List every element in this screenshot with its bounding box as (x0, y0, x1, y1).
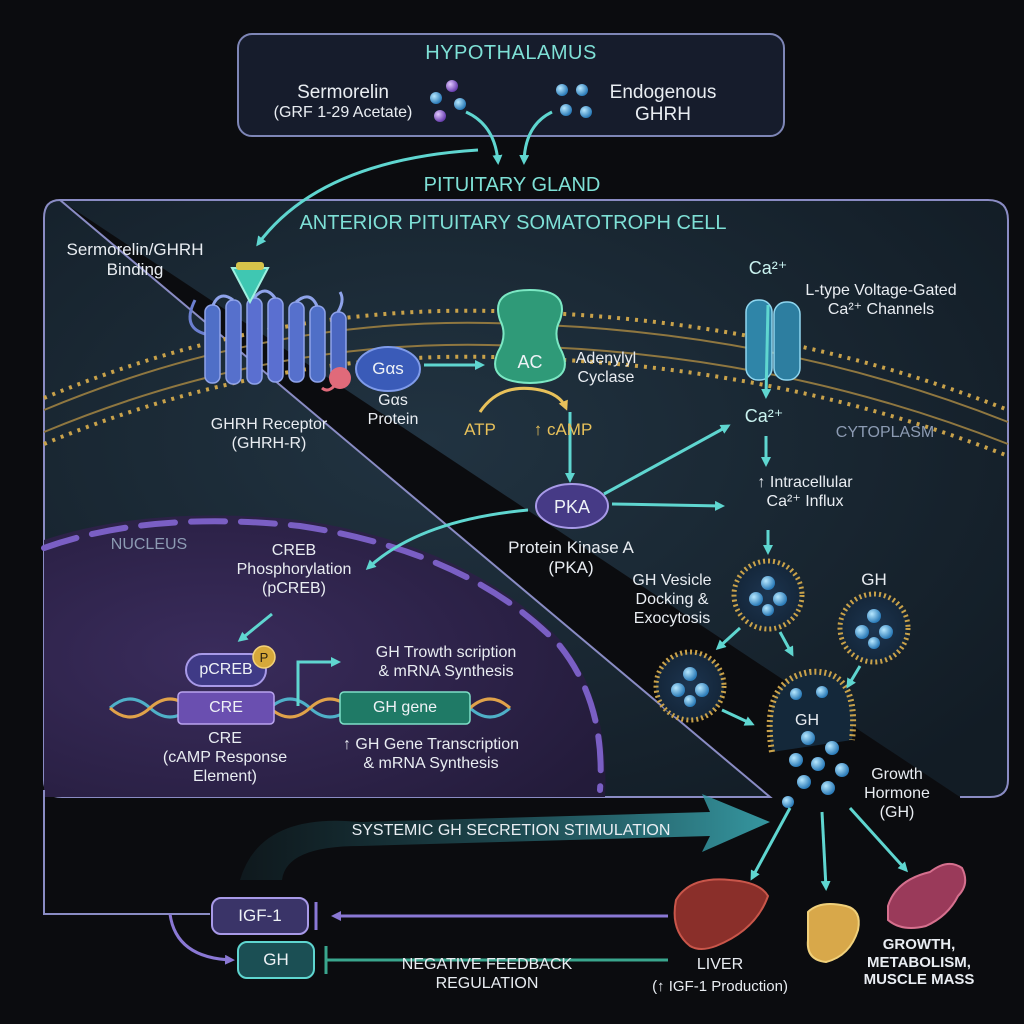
released-gh-particles (782, 686, 849, 808)
gh-gene-label: GH gene (372, 699, 438, 716)
negative-feedback-label: NEGATIVE FEEDBACK REGULATION (401, 956, 573, 992)
hypothalamus-title: HYPOTHALAMUS (425, 42, 597, 64)
hypothalamus-box (237, 33, 785, 137)
creb-label: CREB Phosphorylation (pCREB) (236, 542, 352, 597)
binding-label: Sermorelin/GHRH Binding (66, 240, 204, 280)
adipose-graphic (806, 903, 860, 964)
pcreb-shape (185, 653, 267, 687)
camp-label: ↑ cAMP (533, 420, 593, 439)
adenylyl-cyclase-label: Adenylyl Cyclase (575, 350, 637, 386)
feedback-loop-line (43, 790, 210, 915)
vesicle-3 (653, 649, 727, 723)
cre-box (177, 691, 275, 725)
vesicle-2 (837, 591, 911, 665)
liver-sub-label: (↑ IGF-1 Production) (652, 978, 788, 995)
pituitary-gland-label: PITUITARY GLAND (423, 174, 601, 196)
ca-inside-label: Ca²⁺ (744, 406, 784, 426)
gas-pill-label: Gαs (372, 359, 404, 378)
arrows (237, 110, 909, 891)
cre-label: CRE (cAMP Response Element) (162, 730, 288, 785)
gas-protein-shape (355, 346, 421, 392)
cre-box-label: CRE (209, 699, 243, 716)
growth-hormone-label: Growth Hormone (GH) (864, 766, 930, 821)
transcription-top-label: GH Trowth scription & mRNA Synthesis (375, 644, 517, 680)
gas-protein-label: Gαs Protein (367, 392, 419, 428)
systemic-secretion-arrow (240, 794, 770, 880)
atp-label: ATP (464, 420, 496, 439)
endogenous-ghrh-label: Endogenous GHRH (609, 82, 717, 126)
phosphate-label: P (259, 649, 269, 665)
sermorelin-sub: (GRF 1-29 Acetate) (273, 104, 413, 121)
sermorelin-label: Sermorelin (297, 82, 389, 103)
gh-vesicle-label: GH (861, 570, 887, 589)
pka-shape (535, 483, 609, 529)
gh-release-label: GH (795, 712, 819, 729)
cytoplasm-label: CYTOPLASM (835, 424, 935, 441)
cell-title: ANTERIOR PITUITARY SOMATOTROPH CELL (299, 212, 727, 234)
channels-label: L-type Voltage-Gated Ca²⁺ Channels (805, 282, 957, 318)
atp-camp-arrow (478, 386, 568, 413)
ghrh-molecules (556, 84, 592, 118)
igf1-label: IGF-1 (238, 906, 282, 925)
ligand-cap (236, 262, 264, 270)
liver-graphic (673, 878, 770, 950)
gh-feedback-label: GH (263, 950, 289, 969)
nucleus-region (44, 515, 606, 797)
ghrh-receptor-graphic (188, 289, 351, 392)
phosphate-circle (252, 645, 276, 669)
vesicle-docking-label: GH Vesicle Docking & Exocytosis (632, 572, 712, 627)
igf1-box (211, 897, 309, 935)
systemic-secretion-label: SYSTEMIC GH SECRETION STIMULATION (351, 822, 671, 839)
gh-gene-box (339, 691, 471, 725)
nucleus-label: NUCLEUS (110, 536, 188, 553)
ca-top-label: Ca²⁺ (748, 258, 788, 278)
feedback-loop-arrow (168, 913, 235, 965)
gh-box (237, 941, 315, 979)
liver-label: LIVER (696, 956, 744, 973)
vesicle-1 (731, 558, 805, 632)
ca-influx-label: ↑ Intracellular Ca²⁺ Influx (757, 474, 853, 510)
transcription-start-arrow (296, 657, 341, 706)
transcription-bottom-label: ↑ GH Gene Transcription & mRNA Synthesis (342, 736, 520, 772)
sermorelin-molecules (430, 80, 466, 122)
ac-label: AC (517, 351, 543, 372)
pka-label: PKA (553, 496, 591, 517)
pcreb-label: pCREB (199, 661, 253, 678)
adenylyl-cyclase-shape (494, 288, 566, 385)
muscle-graphic (887, 862, 967, 929)
pka-full-label: Protein Kinase A (PKA) (508, 538, 634, 578)
growth-metabolism-label: GROWTH, METABOLISM, MUSCLE MASS (863, 936, 975, 989)
nuclear-envelope (41, 518, 604, 793)
receptor-label: GHRH Receptor (GHRH-R) (210, 416, 328, 452)
